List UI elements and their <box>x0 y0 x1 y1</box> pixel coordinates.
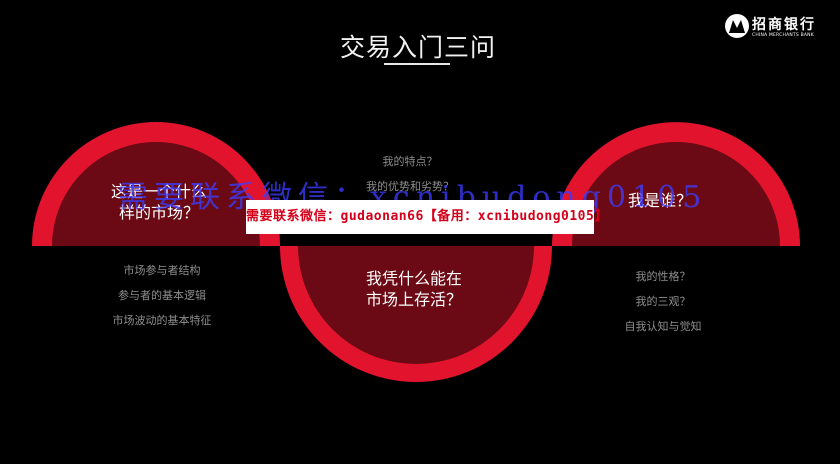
list-item: 自我认知与觉知 <box>624 320 702 333</box>
title-underline <box>384 63 450 65</box>
right-question-list: 我的性格？ 我的三观？ 自我认知与觉知 <box>604 264 722 339</box>
left-question-list: 市场参与者结构 参与者的基本逻辑 市场波动的基本特征 <box>94 258 230 333</box>
bank-logo-subtitle: CHINA MERCHANTS BANK <box>752 33 814 38</box>
middle-question-list: 我的特点？ 我的优势和劣势？ <box>350 149 470 199</box>
left-circle-label: 这是一个什么 样的市场？ <box>110 182 207 222</box>
list-item: 市场参与者结构 <box>123 264 201 277</box>
list-item: 我的优势和劣势？ <box>366 180 454 193</box>
watermark-box-text: 需要联系微信：gudaonan66【备用：xcnibudong0105】 <box>246 209 608 224</box>
middle-circle-label: 我凭什么能在 市场上存活？ <box>365 269 462 309</box>
list-item: 市场波动的基本特征 <box>112 314 212 327</box>
right-semicircle-inner <box>572 142 780 246</box>
list-item: 我的性格？ <box>635 270 691 283</box>
list-item: 我的三观？ <box>635 295 691 308</box>
right-circle-label: 我是谁？ <box>627 191 692 210</box>
bank-logo-name: 招商银行 <box>752 17 816 33</box>
slide-title: 交易入门三问 <box>339 33 496 62</box>
list-item: 参与者的基本逻辑 <box>118 289 206 302</box>
middle-semicircle-inner <box>298 246 534 364</box>
left-semicircle-inner <box>52 142 260 246</box>
watermark-box: 需要联系微信：gudaonan66【备用：xcnibudong0105】 <box>246 200 608 234</box>
list-item: 我的特点？ <box>382 155 438 168</box>
bank-logo-icon <box>725 14 749 38</box>
